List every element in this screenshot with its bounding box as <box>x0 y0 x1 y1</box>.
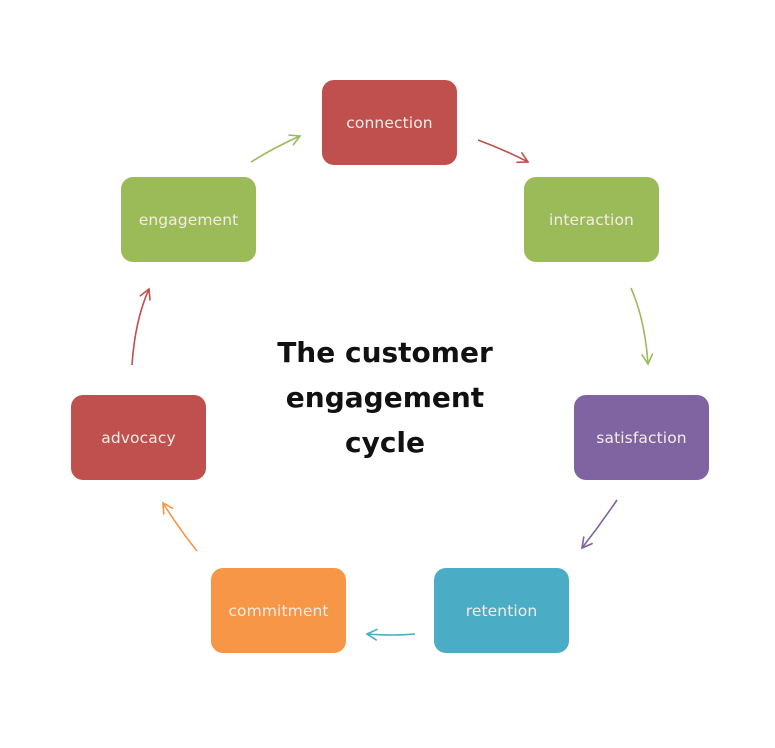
node-label: interaction <box>549 210 634 229</box>
arrow-advocacy-to-engagement <box>131 288 150 366</box>
node-commitment: commitment <box>211 568 346 653</box>
node-label: satisfaction <box>596 428 687 447</box>
arrowhead-icon <box>162 501 174 515</box>
arrow-commitment-to-advocacy <box>162 502 198 552</box>
arrowhead-icon <box>288 134 302 146</box>
node-interaction: interaction <box>524 177 659 262</box>
arrowhead-icon <box>580 536 593 550</box>
arrow-satisfaction-to-retention <box>581 499 618 549</box>
node-advocacy: advocacy <box>71 395 206 480</box>
arrowhead-icon <box>516 152 530 164</box>
arrow-engagement-to-connection <box>250 135 301 163</box>
node-satisfaction: satisfaction <box>574 395 709 480</box>
node-connection: connection <box>322 80 457 165</box>
arrow-retention-to-commitment <box>366 633 416 636</box>
title-line-1: The customer <box>277 336 493 369</box>
node-label: engagement <box>138 210 239 229</box>
node-retention: retention <box>434 568 569 653</box>
diagram-title: The customer engagement cycle <box>255 330 515 465</box>
title-line-2: engagement <box>285 381 485 414</box>
arrowhead-icon <box>641 353 654 366</box>
node-label: commitment <box>228 601 329 620</box>
arrowhead-icon <box>139 287 151 301</box>
node-label: connection <box>346 113 433 132</box>
node-label: retention <box>465 601 538 620</box>
arrow-interaction-to-satisfaction <box>630 287 649 365</box>
arrow-connection-to-interaction <box>477 139 529 163</box>
title-line-3: cycle <box>344 426 426 459</box>
arrowhead-icon <box>365 628 378 641</box>
node-engagement: engagement <box>121 177 256 262</box>
node-label: advocacy <box>101 428 176 447</box>
